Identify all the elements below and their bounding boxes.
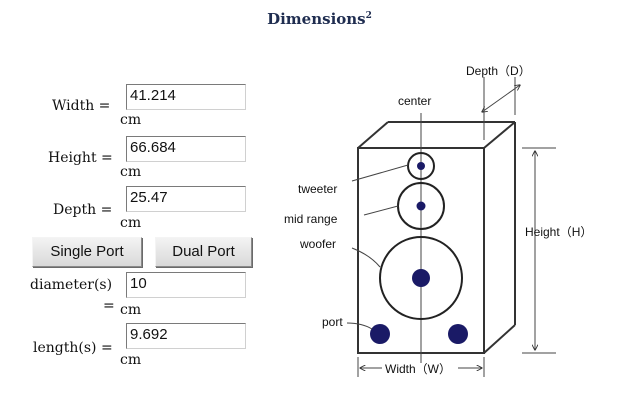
diagram-midrange-label: mid range xyxy=(284,212,338,226)
diameter-equals: = xyxy=(103,298,115,314)
length-label: length(s) = xyxy=(33,340,113,356)
height-label: Height = xyxy=(48,150,113,166)
height-unit: cm xyxy=(120,164,142,180)
diagram-woofer-label: woofer xyxy=(299,237,336,251)
height-field[interactable]: 66.684 xyxy=(126,136,246,162)
midrange-dot xyxy=(416,201,426,211)
depth-dimension xyxy=(482,77,520,140)
diagram-width-label: Width（W） xyxy=(385,362,451,376)
single-port-button[interactable]: Single Port xyxy=(32,237,142,267)
diagram-height-label: Height（H） xyxy=(525,225,592,239)
length-field[interactable]: 9.692 xyxy=(126,323,246,349)
port-leader xyxy=(346,322,373,330)
tweeter-dot xyxy=(417,162,425,170)
title-superscript: 2 xyxy=(365,11,372,21)
woofer-ring xyxy=(379,236,463,320)
depth-unit: cm xyxy=(120,215,142,231)
tweeter-leader xyxy=(351,164,409,182)
length-unit: cm xyxy=(120,352,142,368)
width-unit: cm xyxy=(120,112,142,128)
width-dimension xyxy=(357,357,485,377)
diameter-unit: cm xyxy=(120,302,142,318)
dual-port-button[interactable]: Dual Port xyxy=(155,237,252,267)
diagram-tweeter-label: tweeter xyxy=(298,182,337,196)
diameter-field[interactable]: 10 xyxy=(126,272,246,298)
page-title-text: Dimensions xyxy=(267,10,366,28)
speaker-diagram: Depth（D） center tweeter mid range woofer… xyxy=(284,64,592,377)
speaker-cabinet xyxy=(357,121,516,354)
diagram-center-label: center xyxy=(398,94,431,108)
depth-field[interactable]: 25.47 xyxy=(126,186,246,212)
diameter-label: diameter(s) xyxy=(30,277,113,293)
width-field[interactable]: 41.214 xyxy=(126,84,246,110)
width-label: Width = xyxy=(52,98,111,114)
midrange-leader xyxy=(363,205,399,216)
depth-label: Depth = xyxy=(53,202,113,218)
diagram-depth-label: Depth（D） xyxy=(466,64,531,78)
diagram-port-label: port xyxy=(322,315,343,329)
port-left xyxy=(370,324,390,344)
page-title: Dimensions2 xyxy=(0,10,639,28)
height-dimension xyxy=(522,147,556,354)
port-right xyxy=(448,324,468,344)
woofer-leader xyxy=(351,247,381,268)
tweeter-ring xyxy=(407,152,435,180)
woofer-dot xyxy=(412,269,430,287)
